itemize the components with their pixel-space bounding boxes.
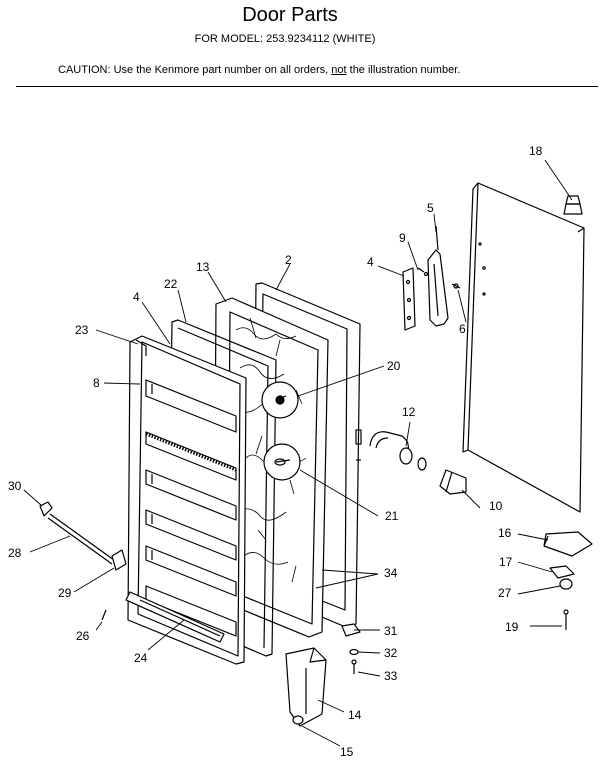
callout-2: 2 [285,253,292,267]
callout-8: 8 [93,376,100,390]
callout-5: 5 [427,201,434,215]
callout-4-bracket: 4 [367,255,374,269]
callout-6: 6 [459,322,466,336]
caution-text: CAUTION: Use the Kenmore part number on … [58,64,332,76]
handle-screws [417,267,461,289]
callout-24: 24 [134,651,148,665]
callout-23: 23 [75,323,89,337]
callout-27: 27 [498,586,512,600]
callout-14: 14 [348,708,362,722]
caution-note: CAUTION: Use the Kenmore part number on … [58,64,460,76]
callout-32: 32 [384,646,398,660]
callout-31: 31 [384,624,398,638]
callout-33: 33 [384,669,398,683]
top-hinge-pin [563,195,583,215]
bottom-small-parts [285,623,361,727]
callout-21: 21 [385,509,399,523]
leader-lines [23,159,573,747]
callout-22: 22 [164,277,178,291]
door-handle [427,225,449,327]
callout-26: 26 [76,629,90,643]
callout-30: 30 [8,479,22,493]
header-divider [16,86,598,87]
callout-28: 28 [8,546,22,560]
callout-13: 13 [196,260,210,274]
callout-10: 10 [489,499,503,513]
callout-34: 34 [384,566,398,580]
callout-19: 19 [505,620,519,634]
page-title: Door Parts [242,4,338,26]
outer-door-panel [462,182,585,513]
callout-12: 12 [402,405,416,419]
callout-17: 17 [499,555,513,569]
magnifier-circles [261,381,301,481]
lock-assembly [369,431,467,495]
door-stop-parts [39,501,127,621]
callout-4-gasket: 4 [133,290,140,304]
callout-20: 20 [387,359,401,373]
door-bottom-trim [125,591,225,643]
caution-text-end: the illustration number. [346,64,461,76]
callout-18: 18 [529,144,543,158]
callout-labels: 18 5 9 4 6 13 2 22 4 23 8 20 12 10 21 30… [8,144,543,759]
caution-emphasis: not [331,64,347,76]
bottom-hinge-parts [543,531,593,630]
handle-bracket [402,267,416,331]
callout-16: 16 [498,526,512,540]
callout-29: 29 [58,586,72,600]
inner-door-liner [127,335,247,665]
callout-9: 9 [399,231,406,245]
callout-15: 15 [340,745,354,759]
model-line: FOR MODEL: 253.9234112 (WHITE) [194,33,376,45]
